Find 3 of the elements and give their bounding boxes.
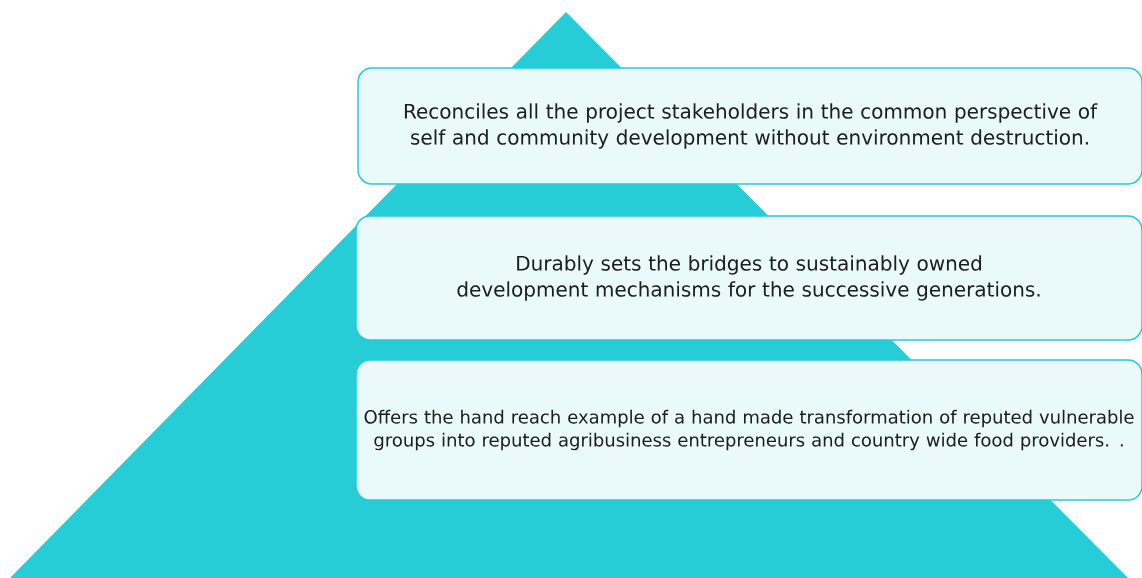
text-box: Durably sets the bridges to sustainably owned development mechanisms for the successive generations. — [355, 215, 1142, 341]
text-box: Offers the hand reach example of a hand made transformation of reputed vulnerable groups into reputed agribusiness entrepreneurs and country wide food providers. . — [355, 359, 1142, 501]
text-box: Reconciles all the project stakeholders in the common perspective of self and community development without environment destruction. — [357, 67, 1142, 185]
